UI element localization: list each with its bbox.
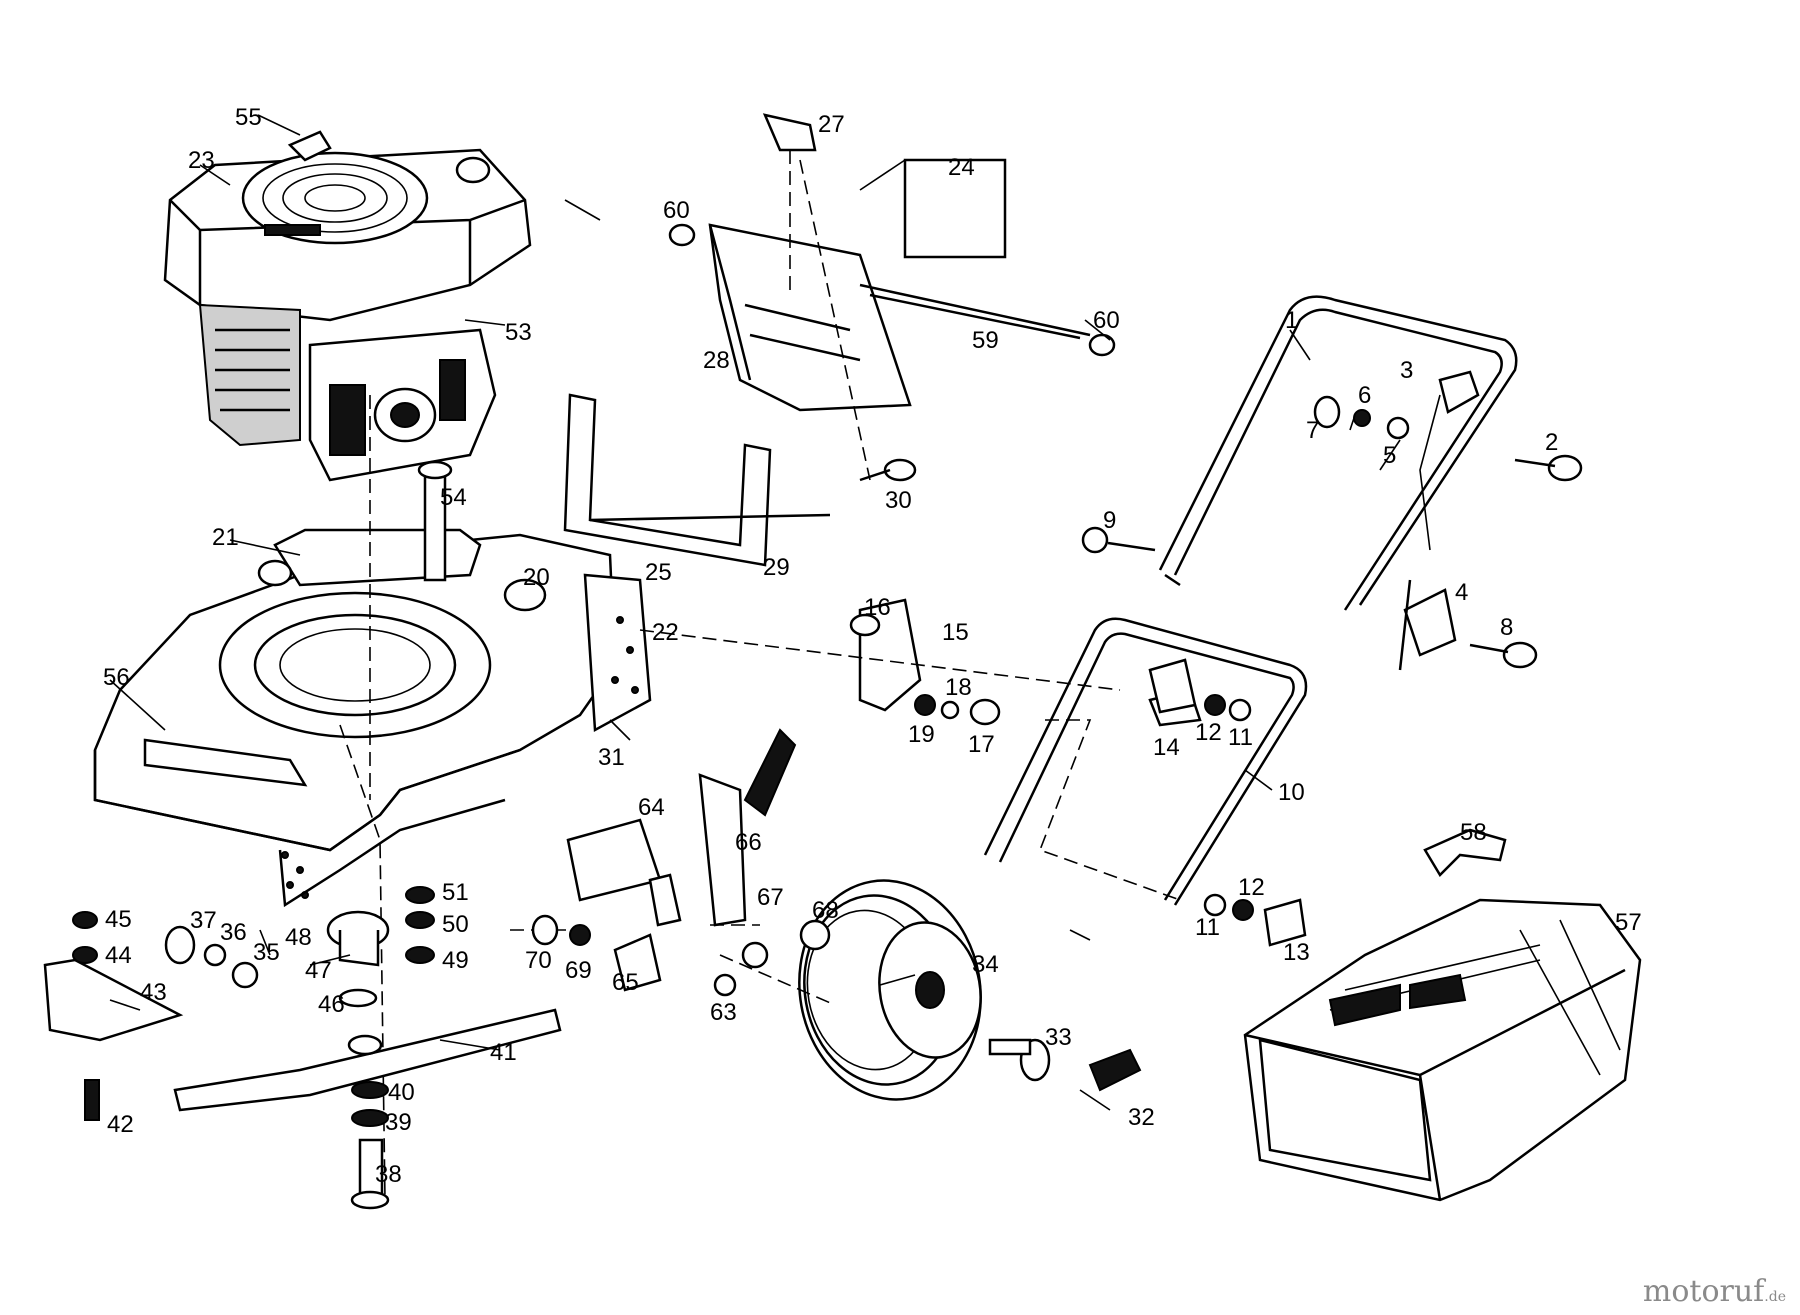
part-labels: 1 2 3 4 5 6 7 8 9 10 11 11 12 12 13 14 1… (103, 104, 1642, 1188)
part-label-53: 53 (505, 319, 532, 346)
part-label-60a: 60 (663, 197, 690, 224)
leader-lines (109, 114, 1401, 1111)
part-label-31: 31 (598, 744, 625, 771)
part-label-51: 51 (442, 879, 469, 906)
part-label-10: 10 (1278, 779, 1305, 806)
part-label-24: 24 (948, 154, 975, 181)
wheel-and-adjusters (339, 395, 1121, 1201)
part-label-56: 56 (103, 664, 130, 691)
part-label-11a: 11 (1228, 724, 1253, 751)
part-label-12a: 12 (1195, 719, 1222, 746)
part-label-11b: 11 (1195, 914, 1220, 941)
rear-bracket (563, 393, 831, 567)
part-label-46: 46 (318, 991, 345, 1018)
part-label-27: 27 (818, 111, 845, 138)
bag-frame-assembly (668, 113, 1116, 482)
grass-catcher-bag (1243, 828, 1642, 1202)
part-label-38: 38 (375, 1161, 402, 1188)
part-label-49: 49 (442, 947, 469, 974)
part-label-9: 9 (1103, 507, 1116, 534)
part-label-64: 64 (638, 794, 665, 821)
part-label-33: 33 (1045, 1024, 1072, 1051)
part-label-55: 55 (235, 104, 262, 131)
part-label-21: 21 (212, 524, 239, 551)
part-label-59: 59 (972, 327, 999, 354)
part-label-2: 2 (1545, 429, 1558, 456)
part-label-13: 13 (1283, 939, 1310, 966)
part-label-67: 67 (757, 884, 784, 911)
engine-assembly (163, 130, 532, 482)
mower-deck-housing (93, 528, 652, 908)
part-label-5: 5 (1383, 442, 1396, 469)
part-label-42: 42 (107, 1111, 134, 1138)
part-label-63: 63 (710, 999, 737, 1026)
part-label-14: 14 (1153, 734, 1180, 761)
part-label-25: 25 (645, 559, 672, 586)
part-label-44: 44 (105, 942, 132, 969)
part-label-60b: 60 (1093, 307, 1120, 334)
small-hardware (417, 395, 1583, 1092)
part-label-43: 43 (140, 979, 167, 1006)
part-label-37: 37 (190, 907, 217, 934)
part-label-1: 1 (1285, 307, 1298, 334)
part-label-39: 39 (385, 1109, 412, 1136)
part-label-70: 70 (525, 947, 552, 974)
part-label-30: 30 (885, 487, 912, 514)
part-label-23: 23 (188, 147, 215, 174)
part-label-45: 45 (105, 906, 132, 933)
part-label-35: 35 (253, 939, 280, 966)
watermark-suffix: .de (1764, 1289, 1786, 1305)
part-label-65: 65 (612, 969, 639, 996)
part-label-32: 32 (1128, 1104, 1155, 1131)
part-label-20: 20 (523, 564, 550, 591)
part-label-4: 4 (1455, 579, 1468, 606)
part-label-68: 68 (812, 897, 839, 924)
part-label-16: 16 (864, 594, 891, 621)
part-label-40: 40 (388, 1079, 415, 1106)
part-label-29: 29 (763, 554, 790, 581)
part-label-19: 19 (908, 721, 935, 748)
watermark-logo: motoruf.de (1643, 1274, 1786, 1309)
part-label-34: 34 (972, 951, 999, 978)
part-label-12b: 12 (1238, 874, 1265, 901)
part-label-50: 50 (442, 911, 469, 938)
part-label-57: 57 (1615, 909, 1642, 936)
part-label-58: 58 (1460, 819, 1487, 846)
part-label-8: 8 (1500, 614, 1513, 641)
part-label-47: 47 (305, 957, 332, 984)
part-label-17: 17 (968, 731, 995, 758)
part-label-3: 3 (1400, 357, 1413, 384)
part-label-7: 7 (1306, 417, 1319, 444)
watermark-brand: motoruf (1642, 1274, 1765, 1309)
part-label-36: 36 (220, 919, 247, 946)
part-label-48: 48 (285, 924, 312, 951)
part-label-28: 28 (703, 347, 730, 374)
part-label-41: 41 (490, 1039, 517, 1066)
part-label-6: 6 (1358, 382, 1371, 409)
part-label-22: 22 (652, 619, 679, 646)
part-label-54: 54 (440, 484, 467, 511)
part-label-66: 66 (735, 829, 762, 856)
part-label-69: 69 (565, 957, 592, 984)
part-label-15: 15 (942, 619, 969, 646)
part-label-18: 18 (945, 674, 972, 701)
